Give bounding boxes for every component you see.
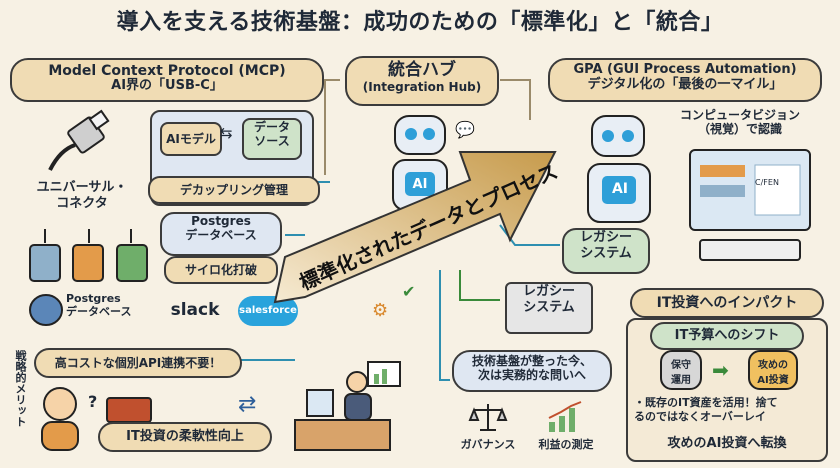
flex-banner: IT投資の柔軟性向上 [98,422,272,452]
cost-banner: 高コストな個別API連携不要！ [34,348,242,378]
exchange-arrows-icon: ⇆ [220,124,233,142]
postgres-db-box: Postgres データベース [160,212,282,256]
toolbox-icon [106,397,152,423]
decoupling-label: デカップリング管理 [148,176,320,204]
down-line-1 [439,270,450,381]
legacy-system-box-1: レガシー システム [562,228,650,274]
silo-break-label: サイロ化打破 [164,256,278,284]
postgres-elephant-icon [29,294,63,326]
usb-connector-icon [48,109,110,171]
hub-title-line1: 統合ハブ [388,60,456,80]
shift-label: IT予算へのシフト [650,322,804,350]
profit-chart-icon [548,401,582,432]
hub-title: 統合ハブ (Integration Hub) [345,56,499,106]
chat-bubble-icon: 💬 [455,120,475,139]
legacy-system-box-2: レガシー システム [505,282,593,334]
maintenance-bag: 保守 運用 [660,350,702,390]
office-worker-icon [294,371,391,451]
connector-label: ユニバーサル・ コネクタ [36,180,128,211]
page-title: 導入を支える技術基盤：成功のための「標準化」と「統合」 [116,10,724,35]
confused-person-icon [41,387,79,451]
profit-label: 利益の測定 [538,438,594,451]
down-line-2 [459,270,500,301]
gpa-title-line2: デジタル化の「最後の一マイル」 [587,76,783,92]
hub-left-line [324,79,340,175]
mcp-title: Model Context Protocol (MCP) AI界の「USB-C」 [10,58,324,102]
salesforce-logo: salesforce [238,296,298,326]
monitor-icon [689,149,811,261]
question-mark-icon: ? [88,392,98,411]
slack-logo: slack [170,300,220,320]
gpa-robot-icon [587,115,651,223]
postgres-logo-text: Postgres データベース [66,292,132,319]
small-gear-icon: ⚙ [372,300,389,321]
hub-title-line2: (Integration Hub) [362,79,482,94]
next-steps-banner: 技術基盤が整った今、 次は実務的な問いへ [452,350,612,392]
big-arrow [273,151,557,304]
mcp-title-line2: AI界の「USB-C」 [111,78,223,94]
hub-robot-label: AI [412,177,428,192]
check-icon: ✔ [402,282,416,301]
shuffle-icon: ⇄ [238,392,257,417]
data-buckets-icon [29,229,148,282]
shift-arrow-icon: ➡ [712,358,729,382]
ai-model-box: AIモデル [160,122,222,156]
impact-description: ・既存のIT資産を活用！捨て るのではなくオーバーレイ [634,396,778,424]
scales-icon [468,404,508,431]
chart-board-icon [367,361,401,387]
governance-label: ガバナンス [460,438,516,451]
mcp-title-line1: Model Context Protocol (MCP) [48,63,286,79]
impact-header: IT投資へのインパクト [630,288,824,318]
data-source-box: データ ソース [242,118,302,160]
gpa-robot-label: AI [611,181,629,197]
right-line-legacy [499,224,560,246]
hub-right-line [500,79,531,120]
screen-text: C/FEN [755,178,779,187]
attack-bag: 攻めの AI投資 [748,350,798,390]
gpa-title: GPA (GUI Process Automation) デジタル化の「最後の一… [548,58,822,102]
merits-side-label: 戦略的メリット [14,350,27,427]
vision-label: コンピュータビジョン （視覚）で認識 [679,108,800,137]
gpa-title-line1: GPA (GUI Process Automation) [573,62,797,77]
impact-conclusion: 攻めのAI投資へ転換 [667,436,787,451]
